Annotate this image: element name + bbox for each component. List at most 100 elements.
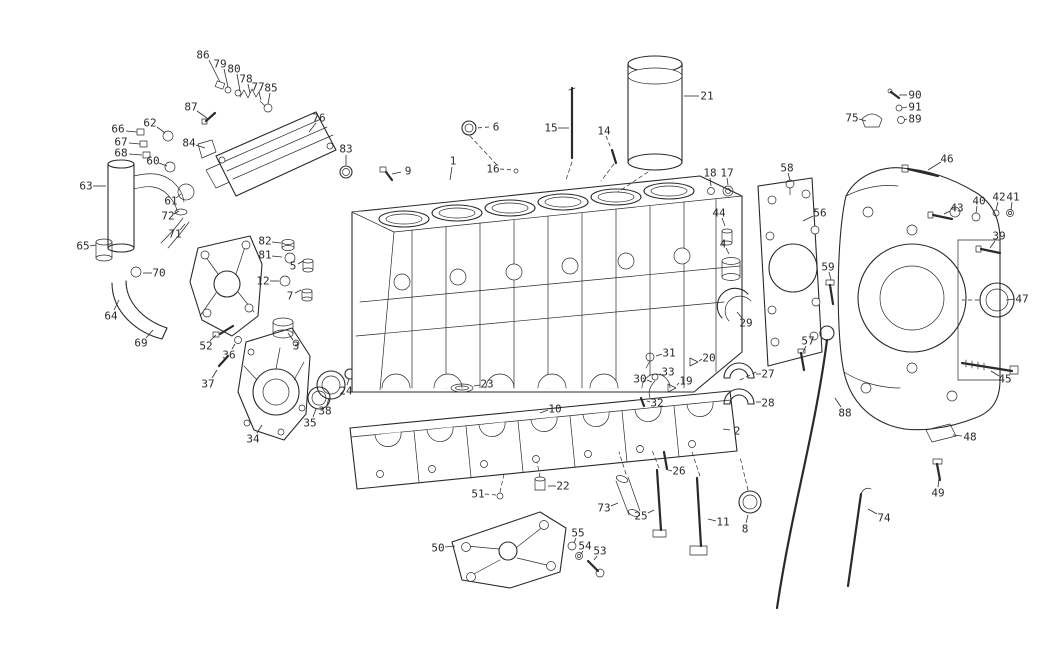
leader-line-20 [698,358,703,362]
leader-line-29 [736,311,743,319]
leader-line-26 [667,469,673,472]
part-number-55: 55 [571,527,584,540]
part-number-10: 10 [548,403,561,416]
leader-line-82 [271,241,282,244]
part-number-85: 85 [264,82,277,95]
part-number-34: 34 [246,433,260,446]
leader-line-87 [196,110,208,119]
part-number-37: 37 [201,378,214,391]
dowel-stud [610,148,618,165]
part-number-3: 3 [293,340,300,353]
leader-line-54 [580,550,584,555]
leader-line-69 [145,329,154,339]
part-number-61: 61 [164,195,177,208]
oil-gallery-plug [496,476,546,500]
part-number-8: 8 [742,523,749,536]
housing-bolts-upper [901,164,1014,255]
part-number-40: 40 [972,195,985,208]
part-number-12: 12 [256,275,269,288]
leader-line-38 [326,397,330,406]
part-number-42: 42 [992,191,1005,204]
leader-line-76 [308,122,317,133]
part-number-31: 31 [662,347,675,360]
water-inlet-pipe [107,159,185,253]
part-number-81: 81 [258,249,271,262]
part-number-22: 22 [556,480,569,493]
main-bearing-bolts [615,450,708,556]
leader-line-74 [867,508,878,515]
rear-seal-ring [738,490,762,514]
leader-line-47 [1005,298,1016,301]
leader-line-55 [573,537,577,544]
part-number-25: 25 [634,510,647,523]
part-number-69: 69 [134,337,147,350]
part-number-64: 64 [104,310,118,323]
housing-long-bolt [960,359,1019,375]
part-number-38: 38 [318,405,331,418]
part-number-60: 60 [146,155,159,168]
part-number-73: 73 [597,502,610,515]
part-number-56: 56 [813,207,826,220]
part-number-70: 70 [152,267,165,280]
leader-line-8 [745,514,749,524]
part-number-87: 87 [184,101,197,114]
leader-line-59 [828,271,832,281]
rear-end-plate [757,177,823,367]
leader-line-10 [539,409,549,414]
part-number-6: 6 [493,121,500,134]
part-number-19: 19 [679,375,692,388]
leader-line-50 [444,545,456,548]
part-number-32: 32 [650,397,663,410]
leader-line-53 [593,555,598,561]
leader-line-35 [312,408,317,418]
part-number-83: 83 [339,143,352,156]
thrust-plates [716,287,752,322]
leader-line-45 [990,370,1000,377]
part-number-59: 59 [821,261,834,274]
leader-line-25 [647,509,655,514]
part-number-29: 29 [739,317,752,330]
part-number-47: 47 [1015,293,1028,306]
dipstick-guide-tube [846,487,872,588]
leader-line-86 [208,59,221,83]
part-number-79: 79 [213,58,226,71]
leader-line-48 [952,434,963,437]
camshaft-bush [721,257,741,281]
part-number-21: 21 [700,90,713,103]
part-number-51: 51 [471,488,484,501]
part-number-57: 57 [801,335,814,348]
leader-line-16 [499,168,514,171]
leader-line-33 [658,373,662,376]
leader-line-40 [975,205,978,214]
leader-line-2 [722,428,731,431]
leader-line-34 [256,424,263,434]
leader-line-68 [128,153,143,156]
oil-cooler-cover [215,111,337,197]
leader-line-73 [610,502,619,507]
leader-line-18 [709,177,712,187]
leader-line-51 [484,493,497,496]
part-number-84: 84 [182,137,196,150]
part-number-4: 4 [720,238,727,251]
leader-line-60 [158,162,168,167]
breather-cap-and-washers [861,88,905,128]
block-bolt [379,166,394,182]
part-number-26: 26 [672,465,685,478]
part-number-1: 1 [450,155,457,168]
part-number-58: 58 [780,162,793,175]
part-number-77: 77 [251,81,264,94]
leader-line-67 [128,142,141,145]
leader-line-44 [721,217,726,227]
cover-plate-small [925,423,957,482]
leader-line-79 [223,68,229,88]
part-number-89: 89 [908,113,921,126]
leader-line-41 [1010,201,1013,211]
leader-line-89 [903,118,908,121]
part-number-18: 18 [703,167,716,180]
leader-line-81 [271,255,283,258]
leader-line-46 [927,161,942,171]
hose-clamps-and-fittings [95,128,195,278]
leader-line-64 [113,299,120,311]
